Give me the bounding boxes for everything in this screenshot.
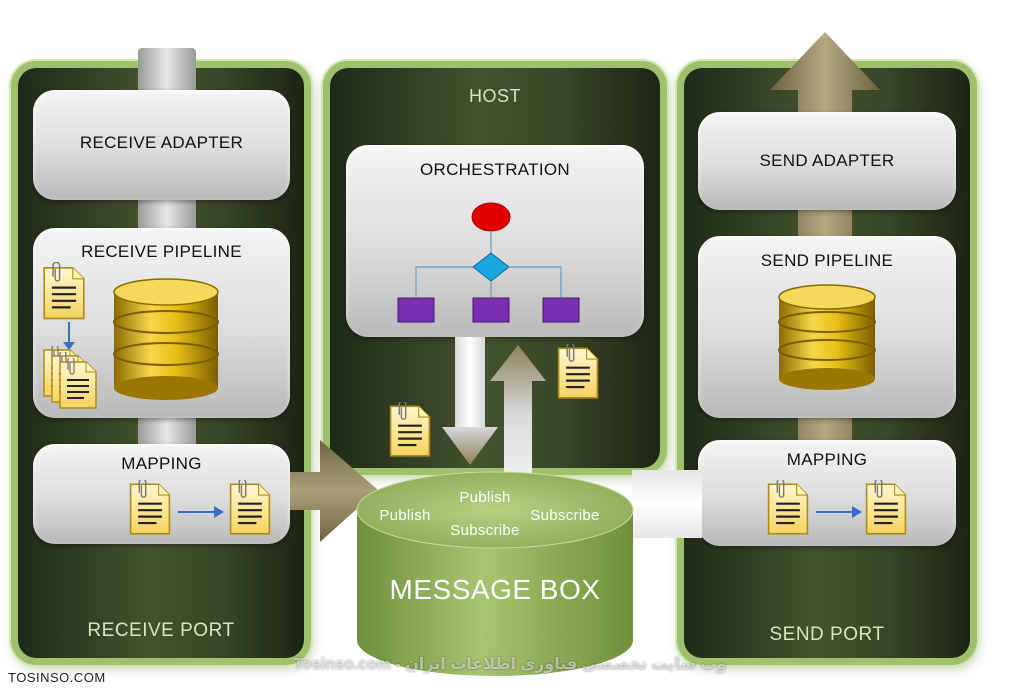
corner-watermark: TOSINSO.COM [8,670,106,685]
action-shape [472,297,510,323]
receive-adapter-label: RECEIVE ADAPTER [79,133,244,152]
right-arrow-icon [178,506,224,518]
receive-adapter-box [33,90,290,200]
receive-to-messagebox-arrow [290,440,378,542]
host-down-arrow [442,337,498,465]
send-port-label: SEND PORT [769,624,885,645]
document-icon [128,480,172,536]
document-icon [766,480,810,536]
subscribe-right-label: Subscribe [530,507,600,524]
document-stack-icon [43,346,97,409]
send-pipeline-database-icon [778,284,876,390]
action-shape [397,297,435,323]
start-shape [471,202,511,232]
document-icon [556,344,600,400]
receive-pipeline-database-icon [113,278,219,400]
send-mapping-label: MAPPING [786,450,868,469]
document-icon [864,480,908,536]
right-arrow-icon [816,506,862,518]
bottom-watermark: Tosinso.com - وب سایت تخصصی فناوری اطلاع… [293,656,727,673]
receive-pipeline-label: RECEIVE PIPELINE [81,242,242,261]
document-icon [228,480,272,536]
orchestration-label: ORCHESTRATION [420,160,570,179]
subscribe-center-label: Subscribe [450,522,520,539]
receive-port-label: RECEIVE PORT [87,620,235,641]
send-adapter-box [698,112,956,210]
document-icon [42,262,86,322]
action-shape [542,297,580,323]
receive-mapping-label: MAPPING [121,454,202,473]
messagebox-to-send-connector [632,470,702,538]
down-arrow-icon [63,322,75,350]
publish-left-label: Publish [379,507,431,524]
publish-top-label: Publish [459,489,511,506]
decision-shape [472,252,510,282]
message-box-title: MESSAGE BOX [389,574,601,605]
orchestration-flowchart [397,202,580,323]
document-icon [388,402,432,458]
send-adapter-label: SEND ADAPTER [759,151,895,170]
message-box-cylinder [356,471,634,676]
send-pipeline-label: SEND PIPELINE [760,251,894,270]
send-mapping-box [698,440,956,546]
host-label: HOST [468,86,521,106]
